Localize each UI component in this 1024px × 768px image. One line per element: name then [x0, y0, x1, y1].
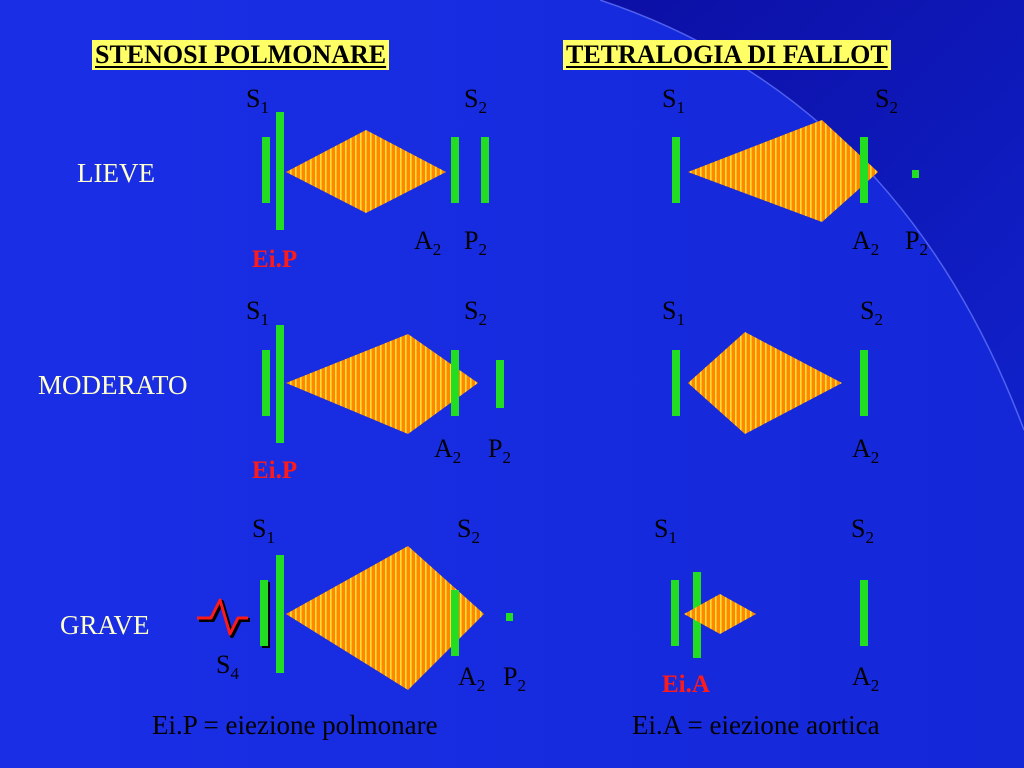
p2-bar [481, 137, 489, 203]
label-s4: S4 [216, 650, 239, 683]
moderate-tof-diagram [672, 332, 868, 434]
label-s2: S2 [875, 84, 898, 117]
row-label-mild: LIEVE [77, 158, 155, 188]
a2-bar [451, 137, 459, 203]
label-p2: P2 [488, 434, 511, 467]
label-pulmonary-ejection: Ei.P [252, 457, 298, 484]
ejection-click-bar [276, 325, 284, 443]
label-p2: P2 [464, 226, 487, 259]
label-s2: S2 [851, 514, 874, 547]
row-label-moderate: MODERATO [38, 370, 188, 400]
ejection-click-bar [276, 112, 284, 230]
severe-ps-diagram [197, 546, 513, 690]
a2-bar [860, 580, 868, 646]
legend-aortic-ejection: Ei.A = eiezione aortica [632, 710, 880, 740]
s1-bar [671, 580, 679, 646]
row-label-severe: GRAVE [60, 610, 150, 640]
label-a2: A2 [852, 434, 880, 467]
p2-bar [496, 360, 504, 408]
title-tetralogy-of-fallot: TETRALOGIA DI FALLOT [563, 40, 891, 70]
label-a2: A2 [852, 662, 880, 695]
moderate-ps-diagram [262, 325, 504, 443]
murmur-diamond [684, 594, 756, 634]
a2-bar [451, 590, 459, 656]
label-s1: S1 [252, 514, 275, 547]
a2-bar [451, 350, 459, 416]
mild-ps-diagram [262, 112, 489, 230]
label-a2: A2 [434, 434, 462, 467]
label-s1: S1 [662, 84, 685, 117]
murmur-diamond [688, 120, 878, 222]
label-a2: A2 [458, 662, 486, 695]
title-pulmonary-stenosis: STENOSI POLMONARE [92, 40, 390, 70]
murmur-diamond [286, 334, 478, 434]
label-s2: S2 [457, 514, 480, 547]
a2-bar [860, 137, 868, 203]
label-a2: A2 [414, 226, 442, 259]
label-s1: S1 [246, 84, 269, 117]
ejection-click-bar [276, 555, 284, 673]
murmur-diamond [286, 546, 484, 690]
s1-bar [262, 137, 270, 203]
a2-bar [860, 350, 868, 416]
legend-pulmonary-ejection: Ei.P = eiezione polmonare [152, 710, 438, 740]
label-pulmonary-ejection: Ei.P [252, 246, 298, 273]
label-s1: S1 [246, 296, 269, 329]
mild-tof-diagram [672, 120, 919, 222]
label-s2: S2 [464, 84, 487, 117]
label-a2: A2 [852, 226, 880, 259]
label-p2: P2 [503, 662, 526, 695]
label-s2: S2 [860, 296, 883, 329]
p2-dot [506, 613, 513, 621]
label-p2: P2 [905, 226, 928, 259]
label-s1: S1 [662, 296, 685, 329]
p2-dot [912, 170, 919, 178]
murmur-diamond [286, 130, 446, 213]
severe-tof-diagram [671, 572, 868, 658]
label-aortic-ejection: Ei.A [662, 671, 710, 698]
s1-bar [262, 350, 270, 416]
label-s1: S1 [654, 514, 677, 547]
s1-bar [672, 350, 680, 416]
s1-bar [672, 137, 680, 203]
label-s2: S2 [464, 296, 487, 329]
murmur-diamond [688, 332, 842, 434]
